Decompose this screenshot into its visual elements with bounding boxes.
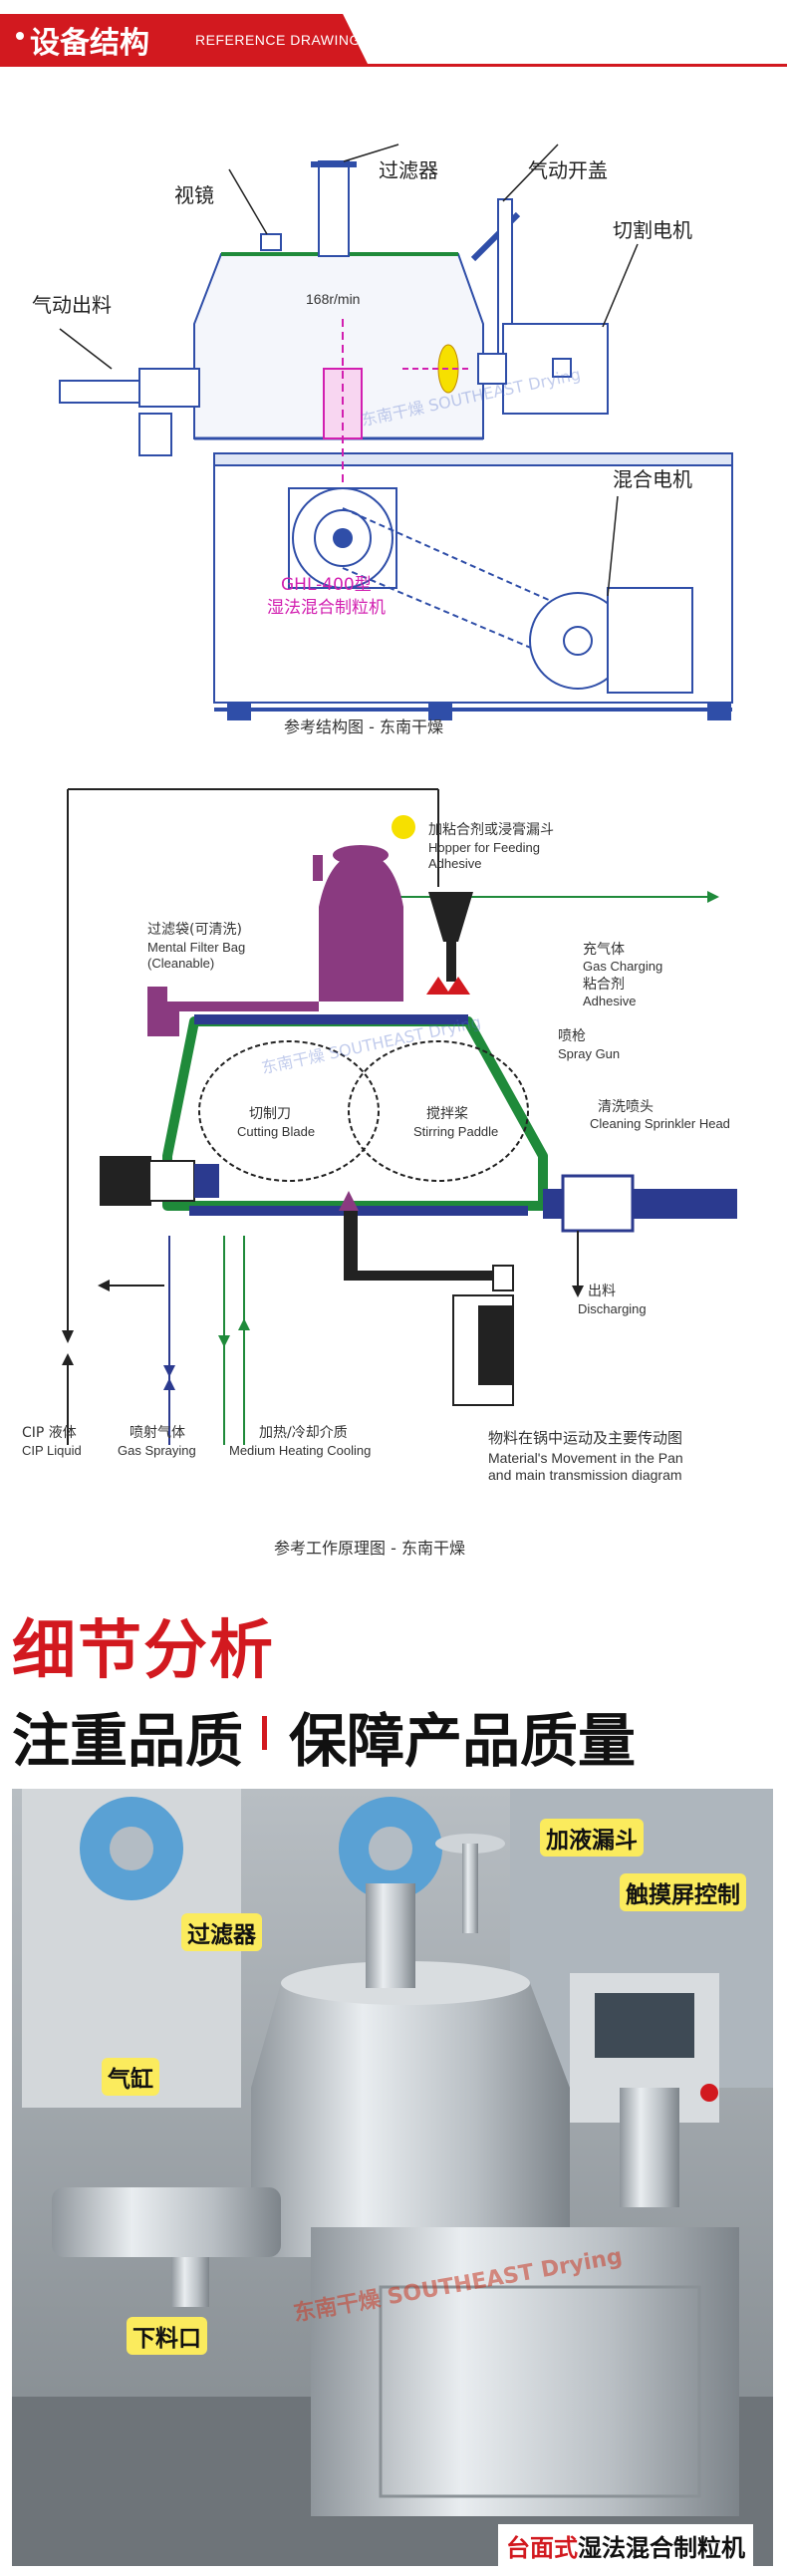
caption-black: 湿法混合制粒机 — [578, 2534, 745, 2562]
label-spray-gun-en: Spray Gun — [558, 1046, 621, 1061]
label-spray-gun-cn: 喷枪 — [558, 1028, 586, 1044]
bullet-icon — [16, 32, 24, 40]
slogan-separator — [262, 1716, 267, 1750]
label-discharging-cn: 出料 — [588, 1284, 616, 1299]
label-hopper-cn: 加粘合剂或浸膏漏斗 — [428, 822, 554, 838]
label-filter-bag-en1: Mental Filter Bag — [147, 940, 246, 955]
label-stirring-paddle-cn: 搅拌桨 — [426, 1106, 468, 1122]
label-gas-charging-en: Gas Charging — [583, 959, 663, 974]
machine-photo: 过滤器 加液漏斗 触摸屏控制 气缸 下料口 东南干燥 SOUTHEAST Dry… — [12, 1789, 773, 2566]
label-gas-charging-cn: 充气体 — [583, 942, 625, 958]
label-cutting-blade-en: Cutting Blade — [237, 1124, 316, 1139]
label-hopper-en1: Hopper for Feeding — [428, 840, 541, 855]
label-filter: 过滤器 — [379, 158, 438, 182]
label-mixing-motor: 混合电机 — [613, 467, 692, 491]
caption-red: 台面式 — [506, 2534, 578, 2562]
label-adhesive-en: Adhesive — [583, 994, 637, 1008]
structure-drawing — [59, 143, 733, 720]
label-movement-cn: 物料在锅中运动及主要传动图 — [488, 1429, 683, 1447]
label-heating-en: Medium Heating Cooling — [229, 1443, 372, 1458]
label-discharging-en: Discharging — [578, 1301, 647, 1316]
tag-filter: 过滤器 — [181, 1913, 262, 1951]
label-movement-en1: Material's Movement in the Pan — [488, 1450, 683, 1466]
label-cutting-motor: 切割电机 — [613, 218, 692, 242]
slogan-left: 注重品质 — [12, 1707, 244, 1775]
detail-heading: 细节分析 — [12, 1614, 275, 1688]
label-gas-spraying-en: Gas Spraying — [118, 1443, 196, 1458]
label-sprinkler-cn: 清洗喷头 — [598, 1099, 654, 1115]
label-adhesive-cn: 粘合剂 — [583, 977, 625, 993]
diagram1-caption: 参考结构图 - 东南干燥 — [284, 717, 443, 736]
label-cip-en: CIP Liquid — [22, 1443, 82, 1458]
label-movement-en2: and main transmission diagram — [488, 1467, 682, 1483]
label-pneumatic-discharge: 气动出料 — [32, 293, 112, 317]
machine-photo-illustration — [12, 1789, 773, 2566]
tag-touch-screen: 触摸屏控制 — [620, 1873, 746, 1911]
structure-diagram: 视镜 过滤器 气动开盖 切割电机 气动出料 混合电机 168r/min GHL-… — [0, 70, 787, 747]
label-sprinkler-en: Cleaning Sprinkler Head — [590, 1116, 730, 1131]
label-cip-cn: CIP 液体 — [22, 1425, 77, 1441]
header-red-band — [0, 14, 369, 66]
label-pneumatic-lid: 气动开盖 — [528, 158, 608, 182]
label-filter-bag-cn: 过滤袋(可清洗) — [147, 922, 242, 938]
tag-discharge-port: 下料口 — [127, 2317, 207, 2355]
section-header: 设备结构 REFERENCE DRAWINGS — [0, 0, 787, 72]
header-subtitle: REFERENCE DRAWINGS — [195, 32, 371, 48]
tag-cylinder: 气缸 — [102, 2058, 159, 2096]
label-speed: 168r/min — [306, 291, 361, 307]
label-stirring-paddle-en: Stirring Paddle — [413, 1124, 499, 1139]
label-sight-glass: 视镜 — [174, 183, 214, 207]
principle-diagram: 加粘合剂或浸膏漏斗 Hopper for Feeding Adhesive 过滤… — [0, 767, 787, 1565]
label-gas-spraying-cn: 喷射气体 — [130, 1425, 185, 1441]
label-cutting-blade-cn: 切制刀 — [249, 1106, 291, 1122]
label-model: GHL-400型 — [281, 575, 372, 595]
header-rule — [0, 64, 787, 67]
label-filter-bag-en2: (Cleanable) — [147, 956, 215, 971]
principle-drawing — [62, 788, 737, 1445]
label-hopper-en2: Adhesive — [428, 856, 482, 871]
diagram2-caption: 参考工作原理图 - 东南干燥 — [274, 1539, 465, 1558]
tag-liquid-hopper: 加液漏斗 — [540, 1819, 644, 1857]
header-title: 设备结构 — [30, 26, 149, 61]
label-heating-cn: 加热/冷却介质 — [259, 1425, 348, 1441]
slogan-right: 保障产品质量 — [289, 1707, 637, 1775]
photo-caption: 台面式湿法混合制粒机 — [498, 2524, 753, 2566]
label-model-name: 湿法混合制粒机 — [267, 598, 386, 618]
